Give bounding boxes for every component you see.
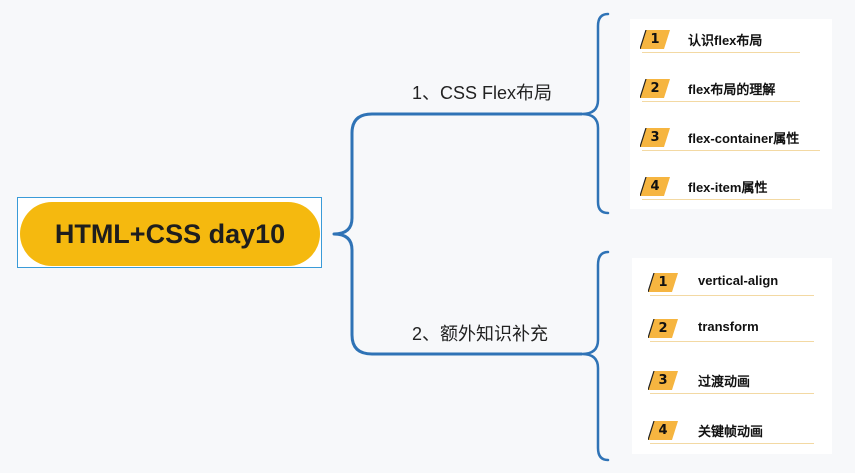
item-underline — [650, 393, 814, 394]
item-underline — [650, 295, 814, 296]
list-item[interactable]: 4 flex-item属性 — [640, 174, 800, 200]
number-badge: 2 — [640, 79, 670, 98]
branch-2-label[interactable]: 2、额外知识补充 — [412, 324, 549, 344]
list-item[interactable]: 2 flex布局的理解 — [640, 76, 800, 102]
badge-number: 2 — [658, 321, 668, 336]
item-label: flex-container属性 — [688, 131, 800, 146]
badge-number: 3 — [658, 373, 668, 388]
item-label: flex布局的理解 — [688, 82, 776, 97]
list-item[interactable]: 3 flex-container属性 — [640, 125, 820, 151]
item-label: 过渡动画 — [698, 374, 751, 389]
list-item[interactable]: 2 transform — [648, 316, 814, 342]
item-underline — [642, 101, 800, 102]
number-badge: 4 — [648, 421, 678, 440]
item-underline — [642, 150, 820, 151]
root-brace — [332, 112, 374, 356]
item-underline — [642, 52, 800, 53]
badge-number: 4 — [650, 179, 660, 194]
root-node[interactable]: HTML+CSS day10 — [20, 202, 320, 266]
item-underline — [642, 199, 800, 200]
number-badge: 3 — [640, 128, 670, 147]
item-label: 认识flex布局 — [688, 33, 763, 48]
number-badge: 1 — [640, 30, 670, 49]
branch-1-brace — [580, 12, 610, 215]
item-label: 关键帧动画 — [698, 424, 764, 439]
badge-number: 4 — [658, 423, 668, 438]
number-badge: 2 — [648, 319, 678, 338]
number-badge: 4 — [640, 177, 670, 196]
badge-number: 2 — [650, 81, 660, 96]
item-label: flex-item属性 — [688, 180, 768, 195]
badge-number: 1 — [658, 275, 668, 290]
badge-number: 1 — [650, 32, 660, 47]
branch-1-label[interactable]: 1、CSS Flex布局 — [412, 83, 553, 103]
branch-2-brace — [580, 250, 610, 462]
list-item[interactable]: 4 关键帧动画 — [648, 418, 814, 444]
number-badge: 3 — [648, 371, 678, 390]
badge-number: 3 — [650, 130, 660, 145]
item-underline — [650, 341, 814, 342]
number-badge: 1 — [648, 273, 678, 292]
branch-2-panel: 1 vertical-align 2 transform 3 过渡动画 4 关键… — [632, 258, 832, 454]
list-item[interactable]: 1 vertical-align — [648, 270, 814, 296]
list-item[interactable]: 3 过渡动画 — [648, 368, 814, 394]
item-label: transform — [698, 319, 759, 334]
root-node-label: HTML+CSS day10 — [54, 218, 286, 249]
item-label: vertical-align — [698, 273, 779, 288]
branch-1-panel: 1 认识flex布局 2 flex布局的理解 3 flex-container属… — [630, 19, 832, 209]
item-underline — [650, 443, 814, 444]
list-item[interactable]: 1 认识flex布局 — [640, 27, 800, 53]
